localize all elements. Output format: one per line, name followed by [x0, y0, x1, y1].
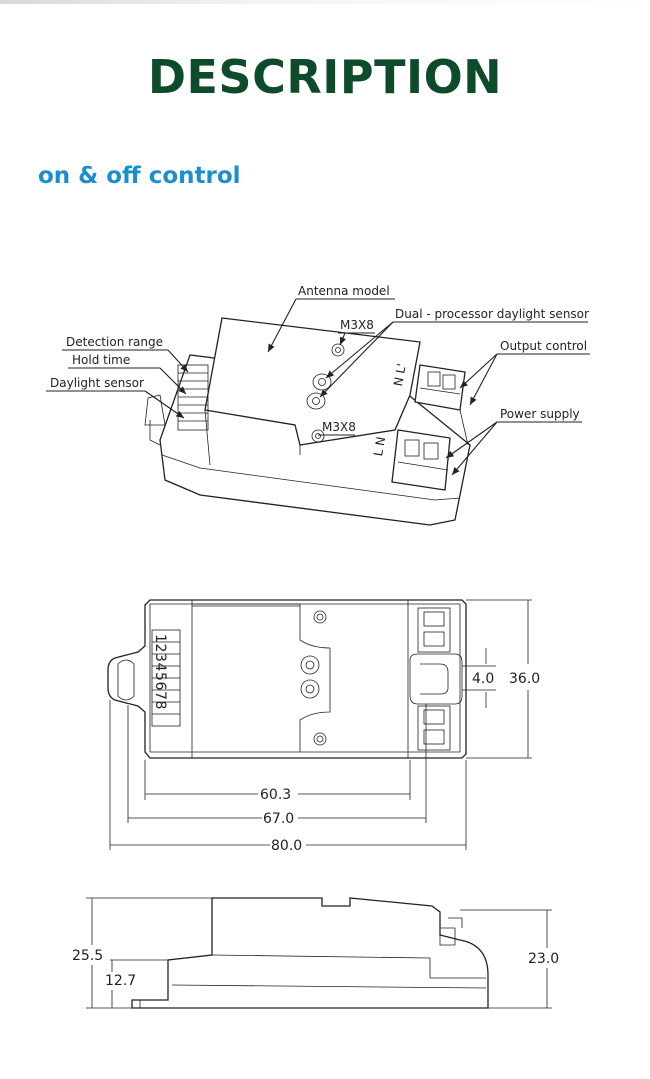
top-sensor-lens-1	[300, 655, 320, 675]
iso-terminal-output	[414, 364, 466, 411]
screw-hole-top	[331, 343, 345, 357]
label-output-control: Output control	[500, 339, 587, 353]
label-detection-range: Detection range	[66, 335, 163, 349]
dim-width-inner: 60.3	[260, 787, 291, 803]
dim-gap: 4.0	[472, 671, 494, 687]
screw-hole-bottom	[311, 429, 325, 443]
section-subtitle: on & off control	[38, 163, 241, 189]
label-antenna-model: Antenna model	[298, 284, 390, 298]
label-hold-time: Hold time	[72, 353, 130, 367]
terminal-ln-text: L N	[371, 436, 388, 458]
top-view-outline	[107, 599, 467, 759]
top-divider	[0, 0, 650, 4]
top-screw-2	[313, 732, 327, 746]
top-terminal-block-lower	[417, 705, 451, 751]
iso-terminal-power	[391, 429, 451, 491]
top-screw-1	[313, 610, 327, 624]
dim-height: 36.0	[509, 671, 540, 687]
dim-side-total: 25.5	[72, 948, 103, 964]
label-screw-top: M3X8	[340, 318, 374, 332]
dim-width-outer: 80.0	[271, 838, 302, 854]
page-title: DESCRIPTION	[147, 50, 503, 104]
isometric-view: N L' L N Antenna model Dual - processor …	[46, 284, 590, 526]
label-daylight-sensor: Daylight sensor	[50, 376, 144, 390]
dim-side-base: 12.7	[105, 973, 136, 989]
side-view-outline	[131, 897, 489, 1009]
label-dual-processor: Dual - processor daylight sensor	[395, 307, 589, 321]
label-power-supply: Power supply	[500, 407, 580, 421]
top-terminal-block-upper	[417, 607, 451, 653]
side-view: 25.5 12.7 23.0	[72, 897, 559, 1009]
top-view: 12345678 60.3	[107, 599, 540, 854]
dim-width-mid: 67.0	[263, 811, 294, 827]
top-sensor-lens-2	[300, 679, 320, 699]
terminal-nl-text: N L'	[391, 362, 409, 387]
dim-side-right: 23.0	[528, 951, 559, 967]
dip-switch-numbers: 12345678	[152, 634, 168, 710]
label-screw-bottom: M3X8	[322, 420, 356, 434]
daylight-sensor-lens-2	[306, 392, 326, 410]
